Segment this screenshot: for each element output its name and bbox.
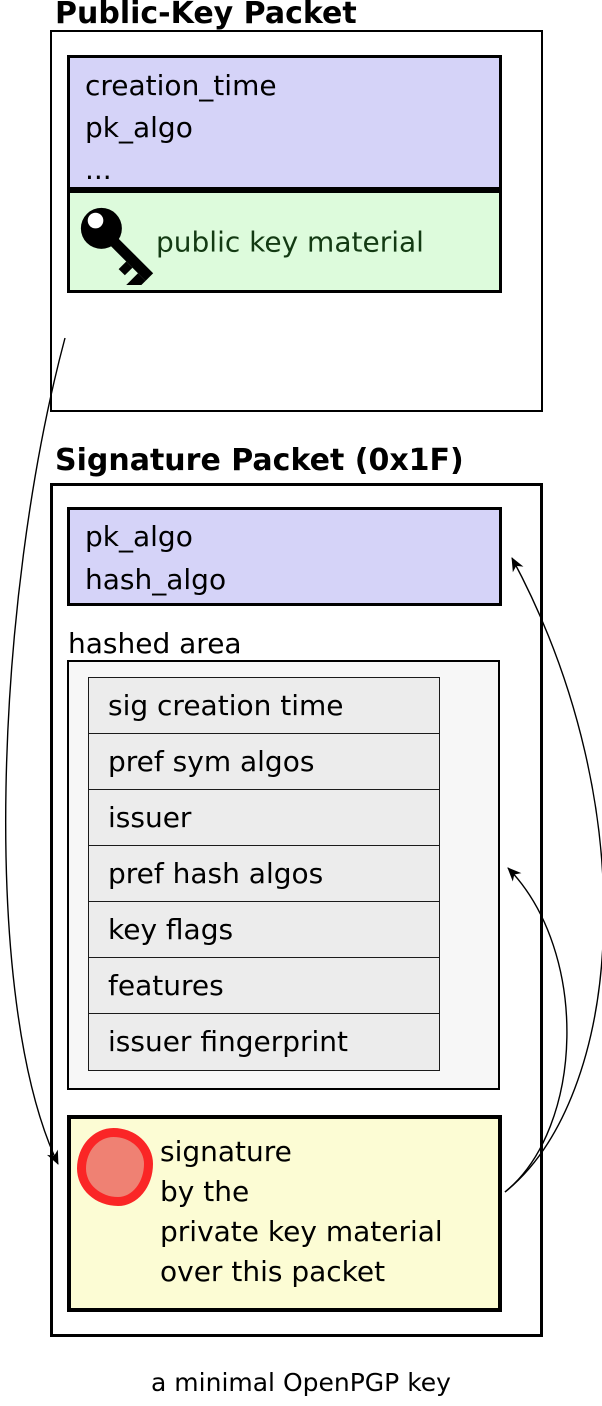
subpacket-issuer-fingerprint: issuer fingerprint	[108, 1025, 349, 1058]
public-key-material-label: public key material	[156, 225, 424, 258]
subpacket-features: features	[89, 958, 439, 1014]
signature-description: signature by the private key material ov…	[160, 1132, 443, 1292]
signature-header-fields-box: pk_algo hash_algo	[67, 507, 502, 606]
signature-line: by the	[160, 1175, 250, 1208]
subpacket-key-flags: key flags	[89, 902, 439, 958]
field-hash-algo: hash_algo	[85, 563, 227, 596]
subpacket-pref-hash-algos: pref hash algos	[89, 846, 439, 902]
signature-line: private key material	[160, 1215, 443, 1248]
public-key-packet-title: Public-Key Packet	[55, 0, 357, 31]
field-ellipsis: ...	[85, 153, 112, 186]
wax-seal-icon	[77, 1128, 153, 1206]
signature-packet-title: Signature Packet (0x1F)	[55, 443, 464, 478]
signature-line: signature	[160, 1135, 292, 1168]
public-key-header-fields-box: creation_time pk_algo ...	[67, 55, 502, 190]
subpacket-sig-creation-time: sig creation time	[89, 678, 439, 734]
subpacket-issuer: issuer	[89, 790, 439, 846]
hashed-area-label: hashed area	[68, 627, 242, 660]
field-pk-algo: pk_algo	[85, 111, 193, 144]
signature-line: over this packet	[160, 1255, 386, 1288]
diagram-caption: a minimal OpenPGP key	[151, 1368, 451, 1397]
subpacket-list: sig creation time pref sym algos issuer …	[88, 677, 440, 1071]
subpacket-pref-sym-algos: pref sym algos	[89, 734, 439, 790]
key-icon	[80, 207, 154, 285]
field-pk-algo: pk_algo	[85, 520, 193, 553]
field-creation-time: creation_time	[85, 69, 277, 102]
public-key-material-box: public key material	[67, 190, 502, 293]
